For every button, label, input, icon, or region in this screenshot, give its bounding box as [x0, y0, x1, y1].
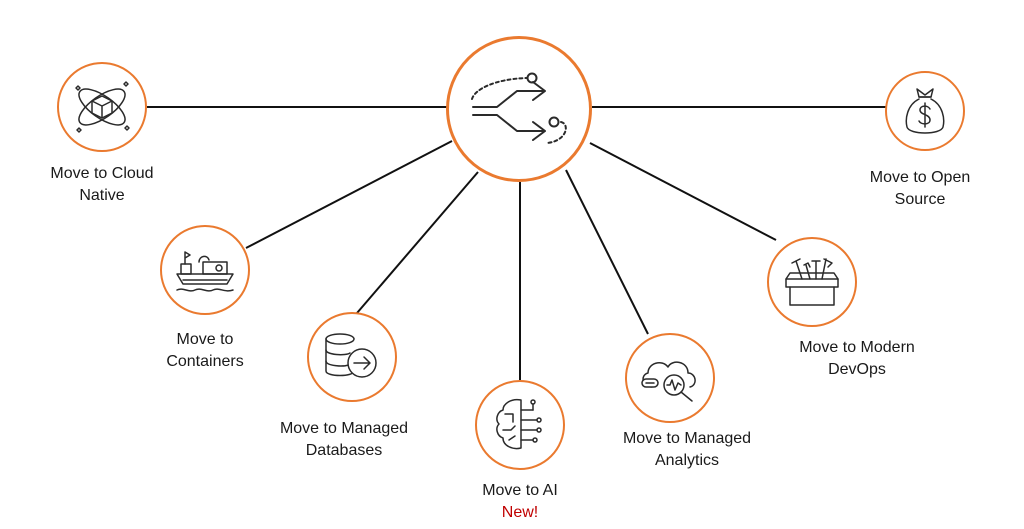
label-line: Containers: [166, 353, 244, 370]
new-badge: New!: [501, 504, 539, 521]
connector-containers: [245, 140, 453, 249]
node-open-source: [885, 71, 965, 151]
label-devops: Move to Modern DevOps: [747, 337, 967, 381]
cloud-analytics-icon: [641, 361, 696, 402]
label-line: Move to Cloud: [50, 165, 154, 182]
label-line: Source: [894, 191, 946, 208]
ai-brain-circuit-icon: [496, 398, 542, 450]
connector-analytics: [565, 169, 649, 335]
label-line: Databases: [305, 442, 383, 459]
node-databases: [307, 312, 397, 402]
toolbox-icon: [785, 258, 839, 306]
label-cloud-native: Move to Cloud Native: [0, 163, 212, 207]
label-line: Move to: [176, 331, 234, 348]
label-ai: Move to AI New!: [410, 480, 630, 524]
node-ai: [475, 380, 565, 470]
connector-devops: [589, 142, 777, 241]
label-containers: Move to Containers: [95, 329, 315, 373]
label-line: Move to Modern: [799, 339, 915, 356]
label-open-source: Move to Open Source: [810, 167, 1024, 211]
label-analytics: Move to Managed Analytics: [577, 428, 797, 472]
label-databases: Move to Managed Databases: [234, 418, 454, 462]
cloud-native-cube-icon: [75, 81, 130, 133]
label-line: Analytics: [654, 452, 720, 469]
connector-databases: [350, 171, 479, 321]
container-ship-icon: [176, 251, 234, 292]
hub-node: [446, 36, 592, 182]
merge-arrows-icon: [471, 72, 567, 144]
label-line: Move to Managed: [279, 420, 409, 437]
node-analytics: [625, 333, 715, 423]
node-containers: [160, 225, 250, 315]
money-bag-icon: [905, 88, 945, 134]
database-arrow-icon: [325, 333, 377, 378]
node-cloud-native: [57, 62, 147, 152]
label-line: Move to Open: [869, 169, 971, 186]
label-line: Native: [79, 187, 125, 204]
label-line: DevOps: [828, 361, 886, 378]
node-devops: [767, 237, 857, 327]
label-line: Move to AI: [482, 482, 558, 499]
label-line: Move to Managed: [622, 430, 752, 447]
